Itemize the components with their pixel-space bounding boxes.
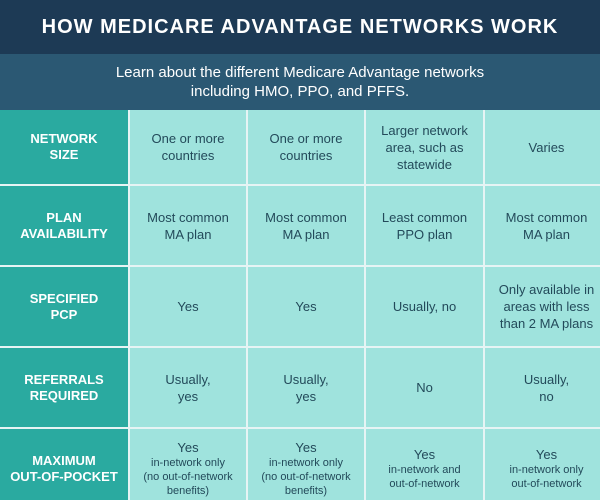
cell-sub-line: in-network only xyxy=(269,456,343,469)
cell-line: Only available in xyxy=(498,282,595,297)
cell-line: Usually, xyxy=(523,371,570,387)
table-cell: Usually, no xyxy=(366,267,483,346)
row-header-line: REQUIRED xyxy=(29,387,99,403)
subtitle-line-2: including HMO, PPO, and PFFS. xyxy=(190,83,410,100)
cell-line: countries xyxy=(161,148,215,163)
row-header-line: OUT-OF-POCKET xyxy=(10,468,118,484)
cell-main: Yes xyxy=(535,446,558,462)
cell-sub-line: benefits) xyxy=(166,484,210,497)
row-header-line: PCP xyxy=(50,306,78,322)
table-cell: Larger network area, such as statewide xyxy=(366,110,483,184)
cell-line: One or more xyxy=(269,131,343,146)
row-header-line: PLAN xyxy=(46,209,82,225)
cell-sub-line: in-network only xyxy=(509,463,584,476)
cell-main: Yes xyxy=(177,439,199,455)
cell-sub-line: out-of-network xyxy=(389,477,460,490)
cell-line: Most common xyxy=(505,209,588,225)
cell-sub-line: in-network only xyxy=(151,456,225,469)
cell-line: MA plan xyxy=(282,226,330,242)
cell-line: areas with less xyxy=(503,299,590,314)
table-cell: No xyxy=(366,348,483,427)
cell-line: No xyxy=(416,380,433,395)
cell-sub-line: in-network and xyxy=(388,463,461,476)
table-cell: Most common MA plan xyxy=(130,186,246,265)
table-cell: One or more countries xyxy=(130,110,246,184)
page-subtitle: Learn about the different Medicare Advan… xyxy=(0,54,600,110)
page-title: HOW MEDICARE ADVANTAGE NETWORKS WORK xyxy=(0,0,600,54)
table-cell: Usually, yes xyxy=(248,348,364,427)
cell-line: yes xyxy=(177,388,199,404)
cell-line: statewide xyxy=(397,156,452,172)
table-cell: Only available in areas with less than 2… xyxy=(485,267,600,346)
cell-line: Most common xyxy=(147,209,229,225)
row-header-plan-availability: PLAN AVAILABILITY xyxy=(0,186,128,265)
cell-line: Yes xyxy=(177,299,199,314)
cell-line: Usually, xyxy=(165,371,211,387)
table-cell: Yes in-network only (no out-of-network b… xyxy=(130,429,246,500)
table-cell: Yes xyxy=(248,267,364,346)
row-header-maximum-out-of-pocket: MAXIMUM OUT-OF-POCKET xyxy=(0,429,128,500)
row-header-line: SPECIFIED xyxy=(29,290,99,306)
row-header-line: REFERRALS xyxy=(24,371,104,387)
cell-line: Usually, no xyxy=(392,299,457,314)
subtitle-line-1: Learn about the different Medicare Advan… xyxy=(115,64,485,81)
cell-sub-line: (no out-of-network xyxy=(261,470,351,483)
cell-line: countries xyxy=(279,148,333,163)
cell-main: Yes xyxy=(295,439,317,455)
row-header-line: NETWORK xyxy=(30,131,98,146)
row-header-line: AVAILABILITY xyxy=(20,225,108,241)
table-cell: Usually, yes xyxy=(130,348,246,427)
cell-line: MA plan xyxy=(164,226,212,242)
cell-sub-line: (no out-of-network xyxy=(143,470,233,483)
table-cell: Varies xyxy=(485,110,600,184)
cell-line: Yes xyxy=(295,299,317,314)
row-header-line: SIZE xyxy=(49,147,79,162)
cell-line: PPO plan xyxy=(396,226,453,242)
cell-line: One or more xyxy=(151,131,225,146)
cell-line: MA plan xyxy=(523,226,570,242)
row-header-referrals-required: REFERRALS REQUIRED xyxy=(0,348,128,427)
row-header-network-size: NETWORK SIZE xyxy=(0,110,128,184)
cell-line: Varies xyxy=(528,139,565,155)
table-cell: Least common PPO plan xyxy=(366,186,483,265)
table-cell: Yes xyxy=(130,267,246,346)
cell-line: Least common xyxy=(381,209,468,225)
table-cell: Yes in-network and out-of-network xyxy=(366,429,483,500)
table-cell: One or more countries xyxy=(248,110,364,184)
comparison-table: NETWORK SIZE One or more countries One o… xyxy=(0,110,600,500)
table-cell: Yes in-network only out-of-network xyxy=(485,429,600,500)
table-cell: Usually, no xyxy=(485,348,600,427)
row-header-line: MAXIMUM xyxy=(32,452,96,468)
table-cell: Yes in-network only (no out-of-network b… xyxy=(248,429,364,500)
cell-sub-line: benefits) xyxy=(284,484,328,497)
row-header-specified-pcp: SPECIFIED PCP xyxy=(0,267,128,346)
cell-line: than 2 MA plans xyxy=(499,316,594,331)
cell-line: Most common xyxy=(265,209,347,225)
cell-line: Usually, xyxy=(283,371,329,387)
cell-main: Yes xyxy=(413,446,436,462)
cell-sub-line: out-of-network xyxy=(511,477,582,490)
cell-line: no xyxy=(539,388,554,404)
table-cell: Most common MA plan xyxy=(248,186,364,265)
cell-line: yes xyxy=(295,388,317,404)
table-cell: Most common MA plan xyxy=(485,186,600,265)
cell-line: area, such as xyxy=(385,139,464,155)
cell-line: Larger network xyxy=(381,122,468,138)
